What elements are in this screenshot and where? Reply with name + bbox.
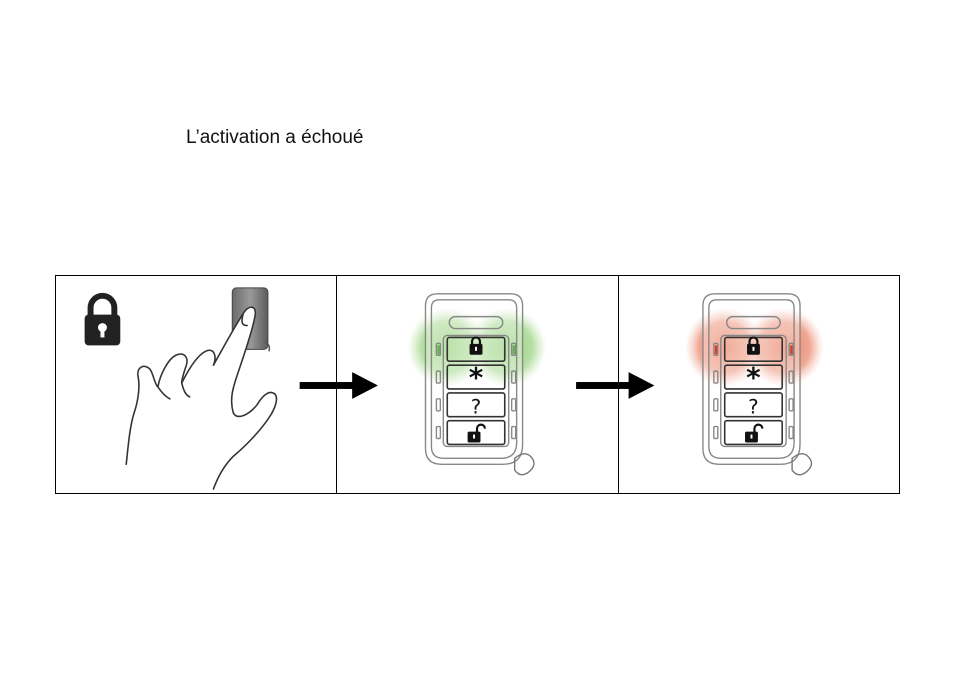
led-indicator-left — [715, 345, 717, 354]
question-key-label: ? — [748, 396, 759, 419]
question-key-label: ? — [471, 396, 482, 419]
diagram-illustration: * ? — [56, 276, 899, 493]
asterisk-key-label: * — [469, 361, 484, 394]
arrow-right-icon — [300, 372, 378, 399]
panel-press — [85, 288, 378, 489]
led-indicator-right — [513, 345, 515, 354]
arrow-right-icon — [576, 372, 654, 399]
page-title: L’activation a échoué — [186, 127, 363, 149]
asterisk-key-label: * — [746, 361, 761, 394]
led-indicator-right — [790, 345, 792, 354]
panel-led-green: * ? — [408, 294, 655, 475]
led-indicator-left — [437, 345, 439, 354]
panel-led-red: * ? — [685, 294, 824, 475]
diagram-strip: * ? — [55, 275, 900, 494]
lock-icon — [85, 296, 121, 346]
